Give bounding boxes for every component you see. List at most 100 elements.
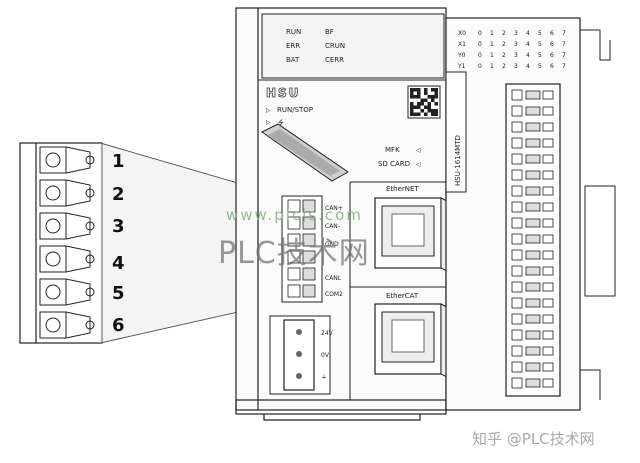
led-cerr: CERR (325, 56, 344, 64)
io-channel-label: 2 (502, 41, 506, 48)
io-terminal (511, 329, 554, 341)
io-terminal (511, 105, 554, 117)
ethernet-label: EtherNET (386, 185, 419, 193)
io-channel-label: 3 (514, 63, 518, 70)
qr-code-icon (407, 85, 441, 119)
io-channel-label: 5 (538, 30, 542, 37)
svg-text:◁: ◁ (416, 161, 421, 168)
callout-4: 4 (112, 253, 125, 274)
io-channel-label: 0 (478, 52, 482, 59)
svg-text:◁: ◁ (416, 147, 421, 154)
io-channel-label: 2 (502, 63, 506, 70)
mini-pin (287, 284, 316, 298)
led-err: ERR (286, 42, 300, 50)
io-channel-label: 4 (526, 30, 530, 37)
io-channel-label: 6 (550, 41, 554, 48)
mini-pin (287, 216, 316, 230)
connector-pin-6 (39, 311, 95, 339)
front-panel: HSU ▷ RUN/STOP ▷ ⭍ MFK ◁ SD CARD ◁ (258, 79, 446, 182)
terminal-label-4: CANL (325, 275, 342, 282)
io-terminal (511, 153, 554, 165)
io-terminal (511, 313, 554, 325)
io-channel-label: 7 (562, 63, 566, 70)
sdcard-label: SD CARD (378, 160, 410, 168)
io-channel-label: 3 (514, 30, 518, 37)
io-terminal (511, 361, 554, 373)
mini-pin (287, 267, 316, 281)
watermark-main: PLC技术网 (218, 236, 370, 271)
io-channel-label: 1 (490, 63, 494, 70)
connector-pin-2 (39, 179, 95, 207)
terminal-label-5: COM2 (325, 291, 343, 298)
io-channel-label: 3 (514, 52, 518, 59)
led-crun: CRUN (325, 42, 345, 50)
callout-2: 2 (112, 184, 125, 205)
io-row-label: X0 (458, 30, 466, 37)
usb-icon: ⭍ (278, 119, 284, 127)
io-terminal (511, 377, 554, 389)
connector-pin-4 (39, 245, 95, 273)
io-terminal (511, 297, 554, 309)
callout-6: 6 (112, 315, 125, 336)
ethercat-label: EtherCAT (386, 292, 419, 300)
callout-numbers: 1 2 3 4 5 6 (112, 151, 125, 336)
io-terminal (511, 233, 554, 245)
connector-pin-5 (39, 278, 95, 306)
mini-pin (287, 250, 316, 264)
io-channel-label: 1 (490, 52, 494, 59)
io-channel-label: 0 (478, 41, 482, 48)
io-channel-label: 6 (550, 63, 554, 70)
mini-pin (287, 199, 316, 213)
status-led-window: RUN ERR BAT BF CRUN CERR (261, 13, 445, 79)
terminal-label-3: GND (325, 241, 339, 248)
can-terminal-block: CAN+ CAN- GND CANL COM2 (281, 195, 343, 303)
io-terminal (511, 201, 554, 213)
io-terminal (511, 121, 554, 133)
io-channel-label: 2 (502, 52, 506, 59)
mini-pin (287, 233, 316, 247)
io-channel-label: 7 (562, 30, 566, 37)
svg-text:▷: ▷ (266, 107, 271, 114)
io-channel-label: 6 (550, 30, 554, 37)
led-bat: BAT (286, 56, 300, 64)
io-channel-label: 1 (490, 41, 494, 48)
brand-logo: HSU (266, 86, 300, 100)
led-run: RUN (286, 28, 301, 36)
io-channel-label: 4 (526, 41, 530, 48)
enlarged-terminal-connector (19, 142, 103, 344)
io-terminal (511, 249, 554, 261)
io-terminal (511, 185, 554, 197)
io-row-label: Y0 (457, 52, 466, 59)
io-channel-label: 4 (526, 52, 530, 59)
io-channel-label: 1 (490, 30, 494, 37)
watermark-site: www.plcjs.com (226, 206, 363, 224)
io-channel-label: 5 (538, 63, 542, 70)
svg-text:▷: ▷ (266, 119, 271, 126)
io-terminal (511, 169, 554, 181)
terminal-label-2: CAN- (325, 223, 340, 230)
power-label-0v: 0V (321, 352, 330, 359)
ground-icon: ⏚ (321, 374, 327, 381)
terminal-label-1: CAN+ (325, 205, 343, 212)
io-channel-label: 7 (562, 41, 566, 48)
io-channel-label: 6 (550, 52, 554, 59)
io-terminal (511, 265, 554, 277)
connector-pin-1 (39, 146, 95, 174)
io-row-label: Y1 (457, 63, 466, 70)
power-label-24v: 24V (321, 330, 334, 337)
callout-5: 5 (112, 283, 125, 304)
io-terminal (511, 89, 554, 101)
io-row-label: X1 (458, 41, 466, 48)
watermark-corner: 知乎 @PLC技术网 (472, 430, 595, 448)
io-channel-label: 5 (538, 41, 542, 48)
led-bf: BF (325, 28, 334, 36)
io-channel-label: 3 (514, 41, 518, 48)
run-stop-label: RUN/STOP (277, 106, 313, 114)
io-channel-label: 2 (502, 30, 506, 37)
io-channel-label: 7 (562, 52, 566, 59)
io-terminal (511, 137, 554, 149)
io-channel-label: 5 (538, 52, 542, 59)
io-channel-label: 0 (478, 63, 482, 70)
